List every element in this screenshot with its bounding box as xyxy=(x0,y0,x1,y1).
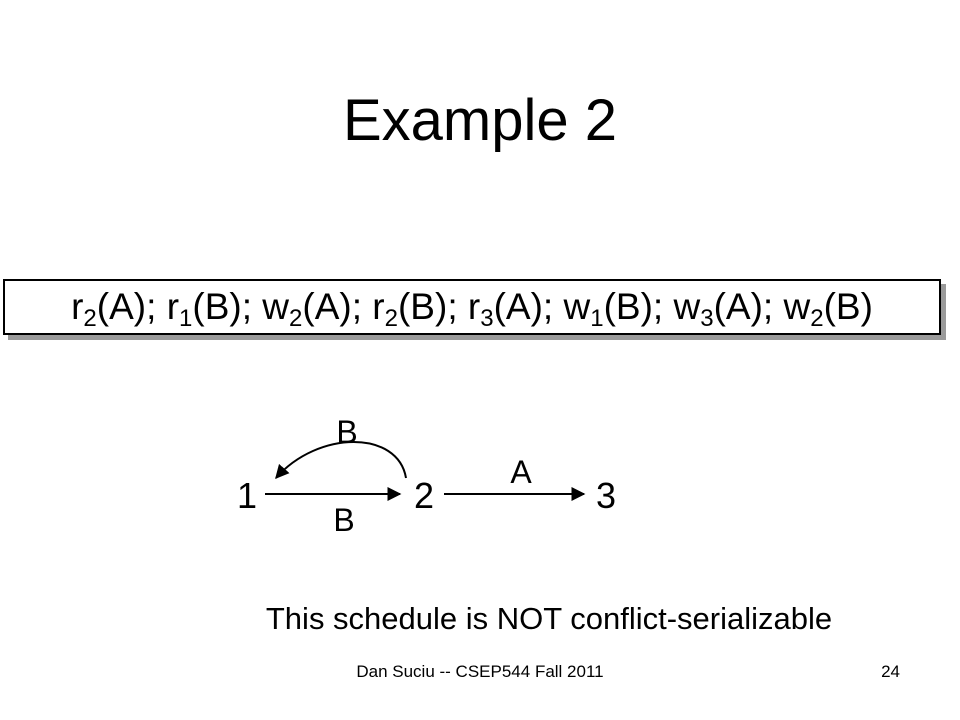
schedule-box: r2(A); r1(B); w2(A); r2(B); r3(A); w1(B)… xyxy=(3,279,941,335)
schedule-separator: ; xyxy=(146,286,167,327)
schedule-op-type: r xyxy=(467,286,481,327)
schedule-separator: ; xyxy=(241,286,263,327)
slide-title: Example 2 xyxy=(342,88,618,153)
schedule-op: r1(B) xyxy=(166,286,242,332)
schedule-op-item: A xyxy=(725,286,751,327)
edge-2-to-1 xyxy=(275,441,407,480)
edge-label-2-to-1: B xyxy=(336,414,357,450)
schedule-separator: ; xyxy=(351,286,373,327)
edge-label-2-to-3: A xyxy=(510,454,532,490)
schedule-op-item: B xyxy=(615,286,641,327)
schedule-op-txn: 2 xyxy=(83,305,97,332)
schedule-op-type: r xyxy=(372,286,385,327)
schedule-op: w1(B) xyxy=(563,286,653,332)
schedule-op-item: B xyxy=(204,286,230,327)
schedule-op: w2(A) xyxy=(262,286,352,332)
schedule-op-type: w xyxy=(673,286,701,327)
schedule-op-type: r xyxy=(166,286,180,327)
schedule-op: r2(B) xyxy=(372,286,448,332)
schedule-separator: ; xyxy=(762,286,784,327)
conclusion-text: This schedule is NOT conflict-serializab… xyxy=(265,601,833,636)
schedule-op-txn: 2 xyxy=(810,305,824,332)
schedule-op-type: w xyxy=(262,286,290,327)
schedule-op: r2(A) xyxy=(71,286,147,332)
schedule-op-type: w xyxy=(783,286,811,327)
schedule-op-txn: 1 xyxy=(590,305,604,332)
schedule-op-type: w xyxy=(563,286,591,327)
node-2: 2 xyxy=(414,475,434,516)
schedule-op-item: B xyxy=(410,286,435,327)
schedule-op-txn: 3 xyxy=(700,305,714,332)
schedule-op: w2(B) xyxy=(783,286,873,332)
schedule-op-item: B xyxy=(835,286,861,327)
schedule-op-txn: 3 xyxy=(480,305,494,332)
schedule-op-txn: 2 xyxy=(384,305,398,332)
schedule-text: r2(A); r1(B); w2(A); r2(B); r3(A); w1(B)… xyxy=(5,281,939,333)
schedule-separator: ; xyxy=(652,286,674,327)
edge-label-1-to-2: B xyxy=(333,502,354,538)
schedule-separator: ; xyxy=(542,286,564,327)
footer-credit: Dan Suciu -- CSEP544 Fall 2011 xyxy=(356,662,604,681)
schedule-op-txn: 1 xyxy=(179,305,193,332)
node-3: 3 xyxy=(596,475,616,516)
schedule-op-item: A xyxy=(109,286,134,327)
schedule-op: w3(A) xyxy=(673,286,763,332)
schedule-op-item: A xyxy=(314,286,340,327)
schedule-op-type: r xyxy=(71,286,84,327)
schedule-op: r3(A) xyxy=(467,286,543,332)
schedule-op-txn: 2 xyxy=(289,305,303,332)
schedule-op-item: A xyxy=(505,286,531,327)
page-number: 24 xyxy=(881,662,900,681)
schedule-separator: ; xyxy=(447,286,468,327)
node-1: 1 xyxy=(237,475,257,516)
